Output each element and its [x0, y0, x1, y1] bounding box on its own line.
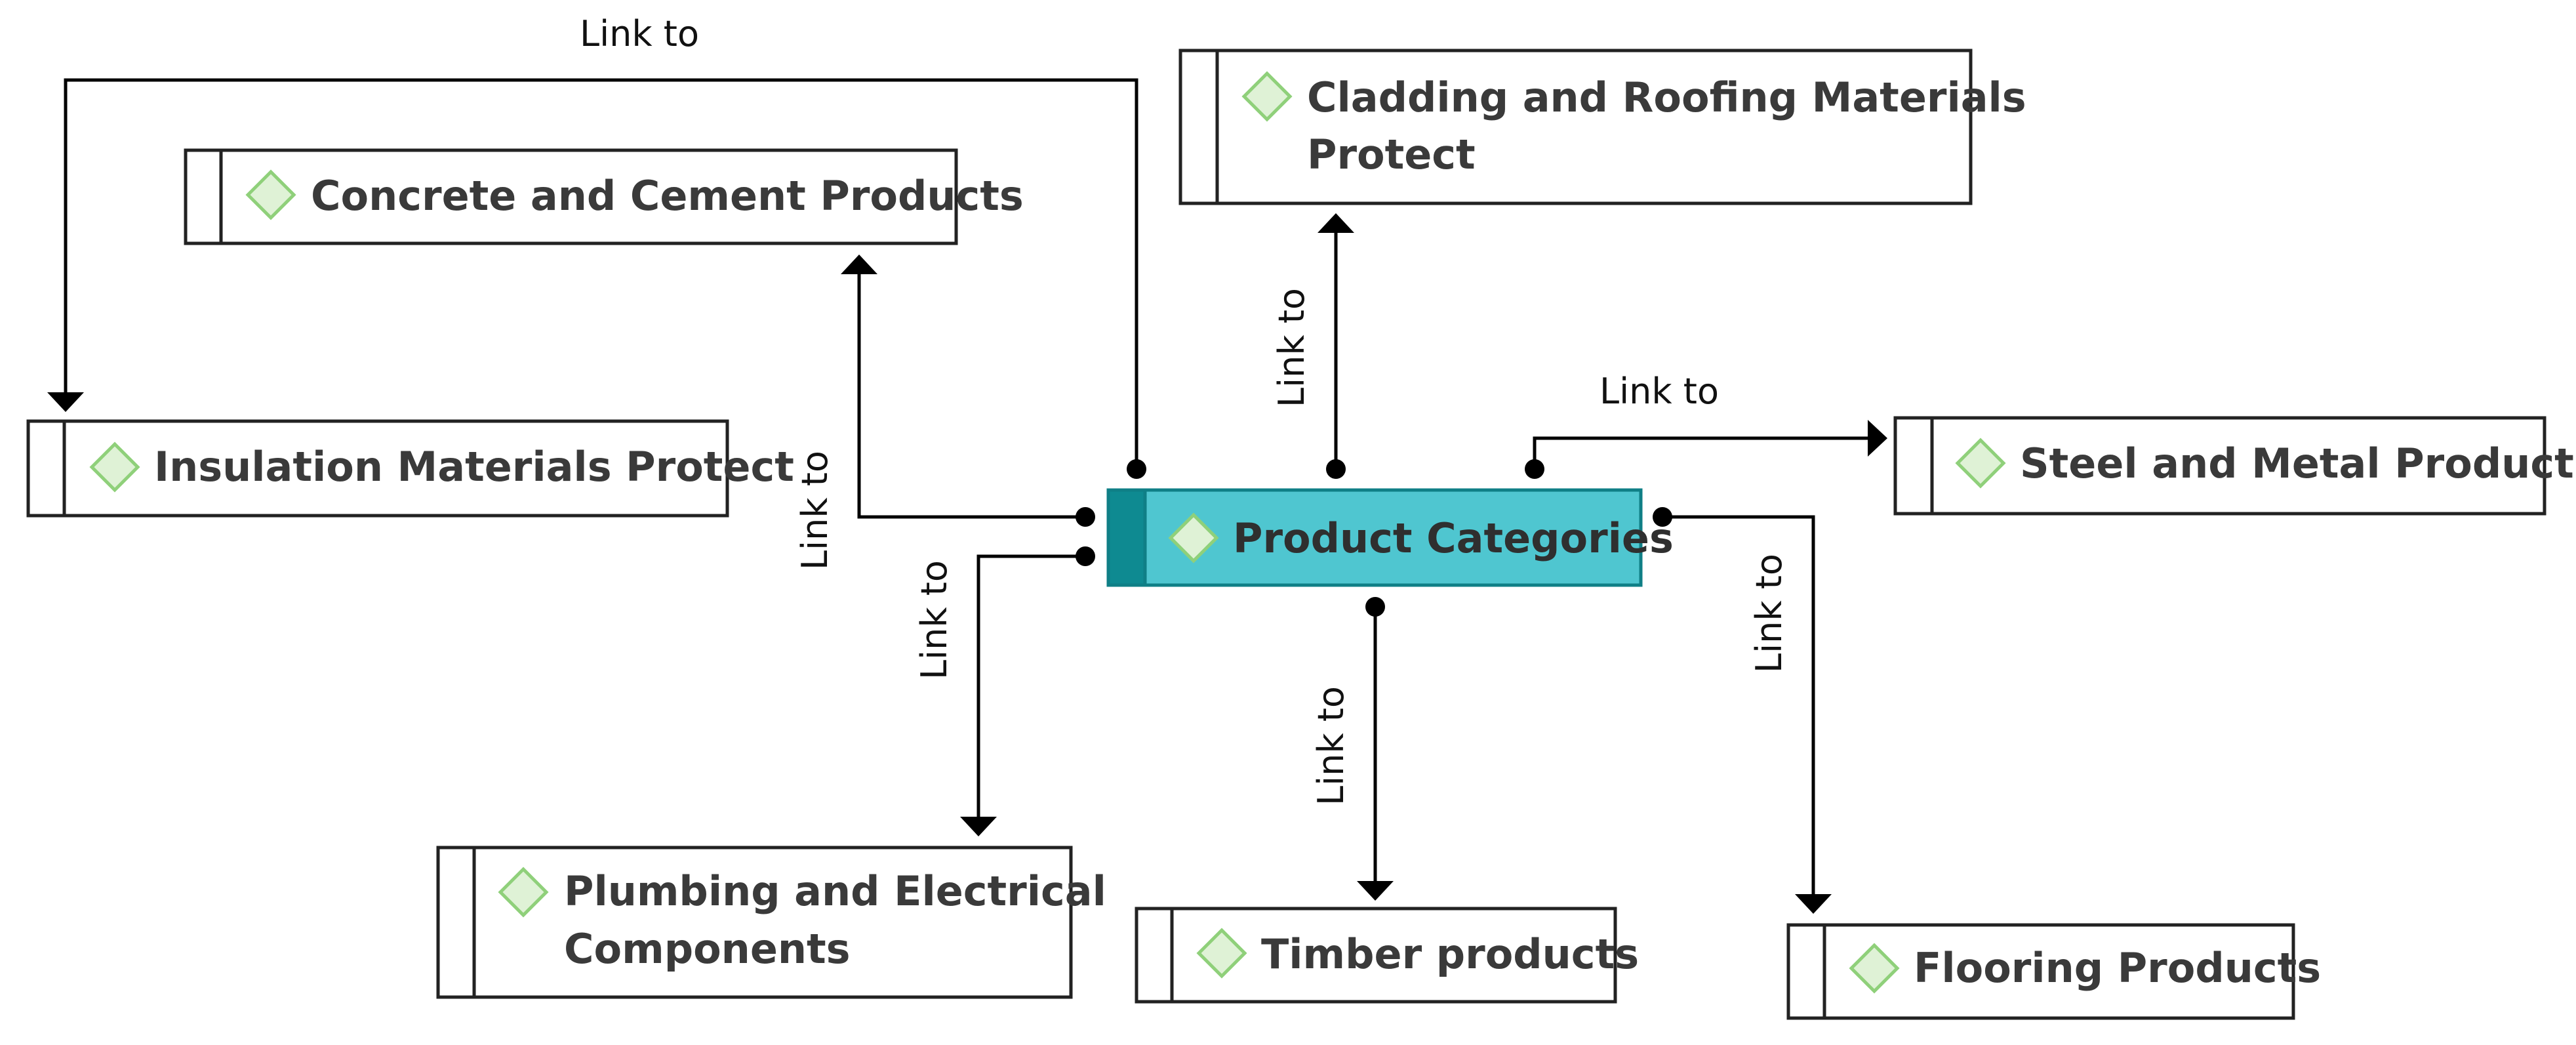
connector-timber — [1357, 597, 1394, 901]
connector-steel — [1525, 420, 1887, 479]
connector-concrete — [841, 255, 1095, 527]
node-insulation[interactable]: Insulation Materials Protect — [26, 419, 794, 518]
steel-label: Steel and Metal Products — [2020, 440, 2576, 487]
node-cladding[interactable]: Cladding and Roofing Materials Protect — [1178, 49, 2026, 205]
concrete-diamond-icon — [245, 169, 296, 220]
link-label-flooring: Link to — [1748, 554, 1790, 673]
timber-label: Timber products — [1261, 930, 1639, 978]
link-label-cladding: Link to — [1271, 288, 1312, 407]
connector-plumbing — [960, 546, 1095, 836]
cladding-label-line-1: Cladding and Roofing Materials — [1307, 73, 2026, 121]
insulation-label: Insulation Materials Protect — [154, 443, 794, 491]
connector-insulation — [47, 78, 1146, 479]
node-steel[interactable]: Steel and Metal Products — [1893, 416, 2576, 516]
link-label-timber: Link to — [1310, 686, 1352, 806]
plumbing-diamond-icon — [498, 867, 549, 918]
link-label-plumbing: Link to — [914, 560, 955, 680]
node-timber[interactable]: Timber products — [1135, 907, 1639, 1004]
connector-cladding — [1318, 213, 1354, 479]
link-label-concrete: Link to — [794, 451, 835, 570]
plumbing-label-line-2: Components — [564, 925, 851, 973]
insulation-diamond-icon — [89, 441, 140, 493]
flooring-label: Flooring Products — [1914, 944, 2321, 992]
link-label-insulation: Link to — [580, 13, 699, 54]
steel-diamond-icon — [1955, 438, 2006, 489]
timber-diamond-icon — [1196, 928, 1247, 979]
node-plumbing[interactable]: Plumbing and Electrical Components — [436, 846, 1106, 999]
flooring-diamond-icon — [1849, 943, 1900, 994]
connector-flooring — [1653, 507, 1832, 914]
cladding-diamond-icon — [1241, 71, 1293, 122]
link-label-steel: Link to — [1600, 371, 1719, 412]
concrete-label: Concrete and Cement Products — [311, 172, 1024, 220]
node-flooring[interactable]: Flooring Products — [1786, 923, 2321, 1020]
node-concrete[interactable]: Concrete and Cement Products — [184, 148, 1024, 245]
center-node[interactable]: Product Categories — [1106, 488, 1674, 587]
center-label: Product Categories — [1233, 514, 1674, 562]
cladding-label-line-2: Protect — [1307, 131, 1476, 178]
plumbing-label-line-1: Plumbing and Electrical — [564, 867, 1106, 915]
center-diamond-icon — [1168, 512, 1219, 563]
